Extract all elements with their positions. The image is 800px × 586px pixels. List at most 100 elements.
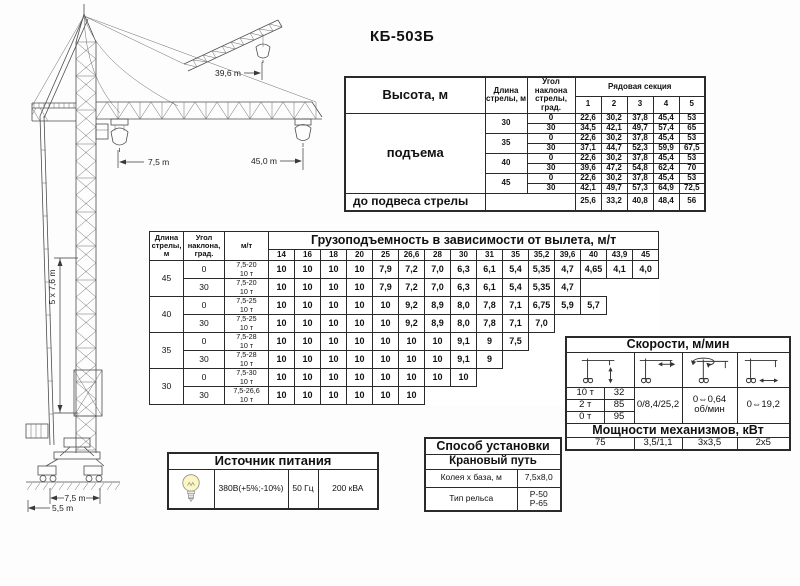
- mt-cell: 7,5-25 10 т: [224, 314, 269, 333]
- value-cell: 7,1: [502, 296, 529, 315]
- value-cell: 10: [294, 368, 321, 387]
- value-cell: 53: [678, 132, 706, 144]
- value-cell: 8,0: [450, 296, 477, 315]
- value-cell: 7,8: [476, 296, 503, 315]
- radius-header: 28: [424, 249, 451, 261]
- value-cell: 42,1: [600, 122, 628, 134]
- table-row: 30 7,5-26,6 10 т 10 10 10 10 10 10: [150, 386, 659, 405]
- value-cell: 7,2: [398, 260, 425, 279]
- value-cell: 59,9: [652, 142, 680, 154]
- angle-cell: 30: [526, 162, 576, 174]
- radius-header: 43,9: [606, 249, 633, 261]
- boom-cell: 30: [149, 368, 184, 405]
- slew-speed: 0⇔0,64 об/мин: [681, 386, 738, 424]
- value-cell: 10: [398, 386, 425, 405]
- value-cell: 67,5: [678, 142, 706, 154]
- min-radius-label: 7,5 m: [148, 157, 169, 167]
- value-cell: 7,1: [502, 314, 529, 333]
- radius-header: 45: [631, 249, 660, 261]
- value-cell: 6,1: [476, 278, 503, 297]
- table-row: 75 3,5/1,1 3x3,5 2x5: [565, 437, 791, 450]
- value-cell: 10: [372, 296, 399, 315]
- table-row: 45 0 22,6 30,2 37,8 45,4 53: [345, 172, 706, 194]
- value-cell: 52,3: [626, 142, 654, 154]
- kva-value: 200 кВА: [317, 468, 379, 510]
- value-cell: 4,0: [631, 260, 660, 279]
- crane-drawing: 39,6 m 7,5 m 45,0 m 5 х 7,6 m 7,5: [25, 4, 323, 513]
- speeds-title: Скорости, м/мин: [565, 336, 791, 353]
- value-cell: 6,75: [528, 296, 555, 315]
- radius-header: 26,6: [398, 249, 425, 261]
- value-cell: 30,2: [600, 112, 628, 124]
- angle-cell: 0: [526, 112, 576, 124]
- value-cell: 10: [398, 332, 425, 351]
- value-cell: 9: [476, 350, 503, 369]
- radius-header: 16: [294, 249, 321, 261]
- value-cell: 4,65: [580, 260, 607, 279]
- value-cell: 10: [294, 296, 321, 315]
- boom-cell: 35: [484, 132, 528, 154]
- value-cell: 7,9: [372, 260, 399, 279]
- value-cell: 10: [268, 314, 295, 333]
- value-cell: 10: [398, 350, 425, 369]
- mt-cell: 7,5-26,6 10 т: [224, 386, 269, 405]
- boom-cell: 45: [484, 172, 528, 194]
- value-cell: 57,4: [652, 122, 680, 134]
- page-title: КБ-503Б: [370, 28, 435, 45]
- value-cell: 7,8: [476, 314, 503, 333]
- value-cell: 10: [268, 278, 295, 297]
- angle-cell: 0: [183, 260, 225, 279]
- value-cell: 6,3: [450, 260, 477, 279]
- lightbulb-cell: [167, 468, 215, 510]
- table-row: 380В(+5%;-10%) 50 Гц 200 кВА: [167, 468, 379, 510]
- value-cell: 10: [372, 368, 399, 387]
- value-cell: 10: [372, 314, 399, 333]
- value-cell: 4,7: [554, 278, 581, 297]
- travel-speed-cell: [736, 351, 791, 388]
- value-cell: 10: [268, 296, 295, 315]
- value-cell: 10: [372, 386, 399, 405]
- power-value: 75: [565, 437, 635, 450]
- value-cell: 53: [678, 112, 706, 124]
- value-cell: 62,4: [652, 162, 680, 174]
- hoist-load: 2 т: [565, 398, 605, 412]
- value-cell: 22,6: [574, 132, 602, 144]
- gauge-base-value: 7,5x8,0: [516, 468, 562, 488]
- col-section: Рядовая секция: [574, 76, 706, 97]
- value-cell: 10: [320, 314, 347, 333]
- travel-speed: 0⇔19,2: [736, 386, 791, 424]
- empty-cell: [581, 279, 659, 297]
- hoist-speed: 85: [603, 398, 635, 412]
- boom-cell: 45: [149, 260, 184, 297]
- value-cell: 5,7: [580, 296, 607, 315]
- trolley-speed-cell: [633, 351, 683, 388]
- table-row: 30 7,5-28 10 т 10 10 10 10 10 10 10 9,1 …: [150, 350, 659, 369]
- value-cell: 45,4: [652, 112, 680, 124]
- value-cell: 9,2: [398, 296, 425, 315]
- value-cell: 10: [294, 314, 321, 333]
- slewing-platform: [63, 437, 91, 448]
- value-cell: 10: [294, 386, 321, 405]
- angle-cell: 30: [183, 278, 225, 297]
- value-cell: 10: [346, 260, 373, 279]
- slew-speed-cell: [681, 351, 738, 388]
- power-source-table: Источник питания 380В(+5%;-10%) 50 Гц 20…: [167, 452, 380, 510]
- radius-header: 31: [476, 249, 503, 261]
- table-row: Длина стрелы, м Угол наклона, град. м/т …: [149, 231, 660, 261]
- value-cell: 10: [320, 260, 347, 279]
- radius-header: 40: [580, 249, 607, 261]
- value-cell: 37,8: [626, 172, 654, 184]
- value-cell: 64,9: [652, 182, 680, 194]
- value-cell: 10: [398, 368, 425, 387]
- boom-cell: 30: [484, 112, 528, 134]
- slew-speed-icon: [690, 357, 728, 383]
- rail-bogie: [37, 465, 57, 476]
- angle-cell: 30: [183, 386, 225, 405]
- hoist-speed: 95: [603, 410, 635, 424]
- operator-cab: [95, 123, 109, 140]
- value-cell: 7,0: [528, 314, 555, 333]
- trolley-speed: 0/8,4/25,2: [633, 386, 683, 424]
- value-cell: 10: [346, 332, 373, 351]
- col-angle: Угол наклона стрелы, град.: [526, 76, 576, 114]
